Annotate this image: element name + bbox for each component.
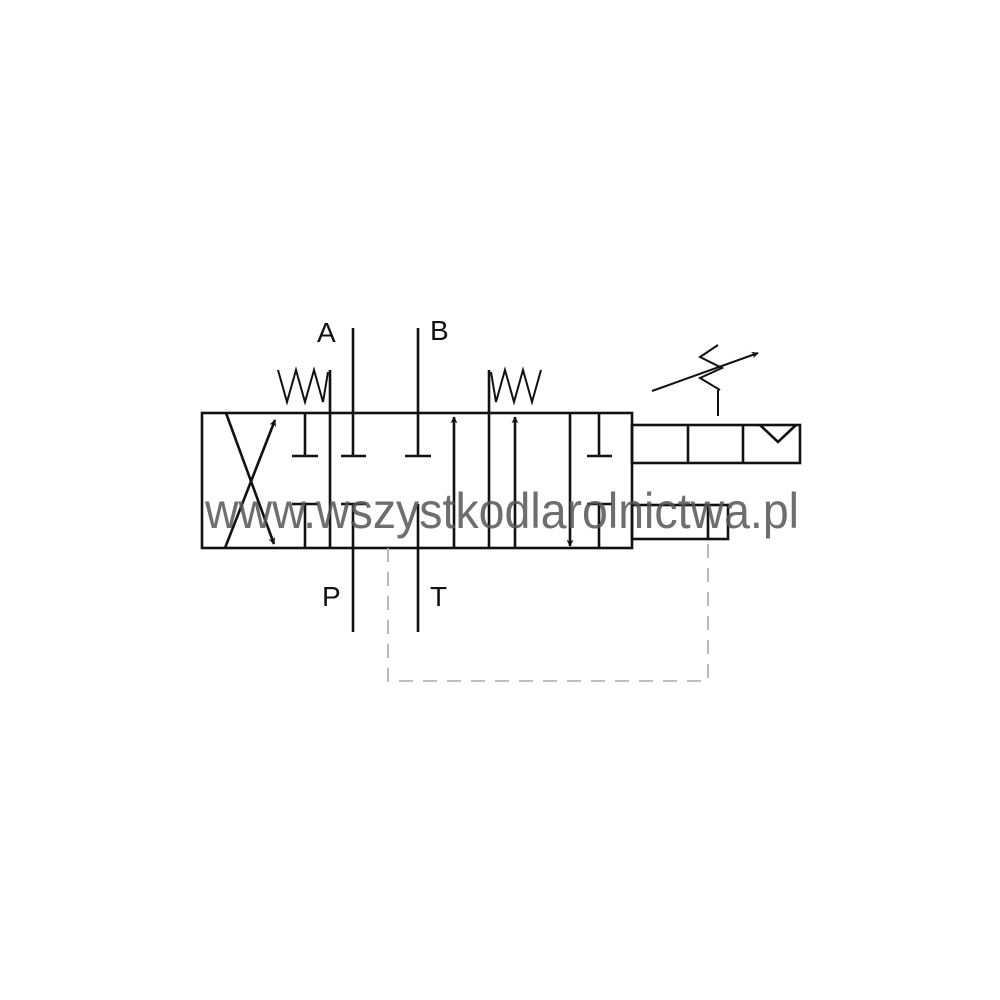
adjustable-spring-icon [697,344,725,391]
pilot-body [630,503,730,541]
port-a-label: A [317,317,336,348]
adjustable-arrow-icon [651,351,759,392]
cross-arrow-down [224,412,276,545]
port-t-label: T [430,581,447,612]
actuator-body [630,423,802,465]
detent-notch-icon [759,424,797,444]
left-spring-icon [277,366,329,406]
right-spring-icon [490,366,542,406]
cross-arrow-up [223,419,277,549]
pilot-line [387,539,709,682]
port-b-label: B [430,315,449,346]
port-p-label: P [322,581,341,612]
watermark: www.wszystkodlarolnictwa.pl [204,483,799,539]
